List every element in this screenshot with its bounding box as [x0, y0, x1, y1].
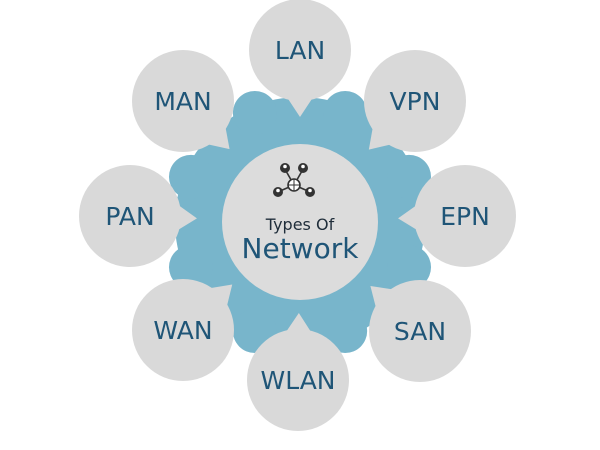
bubble-circle: [247, 329, 349, 431]
bubble-circle: [364, 50, 466, 152]
bubble-circle: [414, 165, 516, 267]
bubble-label: VPN: [390, 87, 441, 116]
network-type-man: MAN: [132, 50, 234, 152]
bubble-label: SAN: [394, 317, 446, 346]
bubble-circle: [132, 50, 234, 152]
ring-tooth: [323, 90, 368, 135]
network-type-lan: LAN: [249, 0, 351, 117]
center-title-large: Network: [242, 232, 360, 265]
bubble-label: PAN: [105, 202, 154, 231]
network-type-pan: PAN: [79, 165, 197, 267]
bubble-circle: [249, 0, 351, 101]
network-type-epn: EPN: [398, 165, 516, 267]
bubble-circle: [79, 165, 181, 267]
ring-tooth: [323, 309, 368, 354]
bubble-circle: [369, 280, 471, 382]
ring-tooth: [387, 154, 432, 199]
bubble-circle: [132, 279, 234, 381]
network-type-wan: WAN: [132, 279, 234, 381]
ring-tooth: [387, 245, 432, 290]
center-title-small: Types Of: [265, 215, 335, 234]
bubble-label: WAN: [153, 316, 212, 345]
network-type-san: SAN: [369, 280, 471, 382]
ring-tooth: [232, 90, 277, 135]
bubble-label: WLAN: [260, 366, 335, 395]
network-type-bubbles: LAN VPN EPN SAN WLAN WAN PAN MAN: [79, 0, 516, 431]
center-circle: [222, 144, 378, 300]
network-people-icon: [273, 163, 315, 197]
ring-tooth: [168, 245, 213, 290]
bubble-label: EPN: [440, 202, 490, 231]
network-type-vpn: VPN: [364, 50, 466, 152]
network-type-wlan: WLAN: [247, 313, 349, 431]
ring-tooth: [168, 154, 213, 199]
bubble-label: LAN: [275, 36, 325, 65]
bubble-label: MAN: [154, 87, 211, 116]
